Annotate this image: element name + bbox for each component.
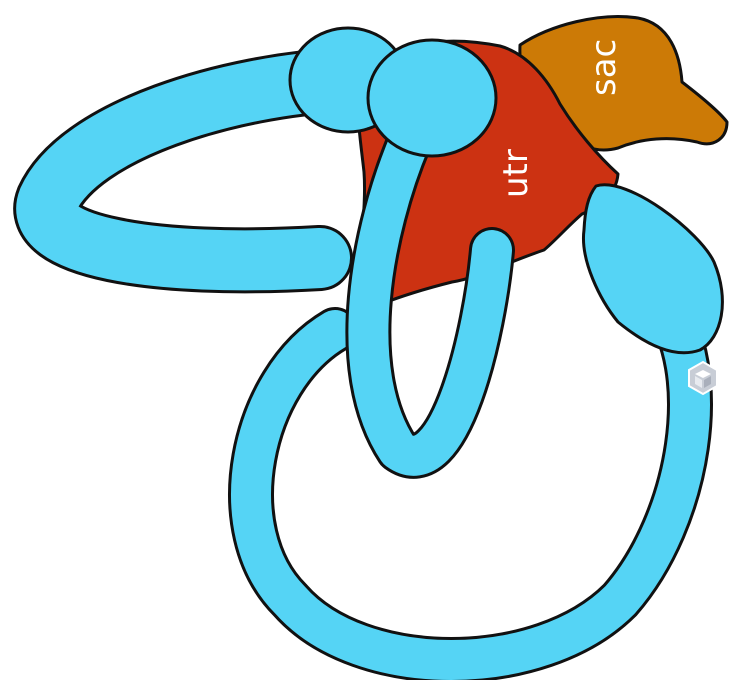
saccule-label: sac: [584, 39, 624, 96]
posterior-ampulla: [583, 185, 722, 353]
utricle-label: utr: [496, 149, 536, 198]
anterior-ampulla: [368, 40, 496, 156]
hexagon-cube-icon: [689, 362, 717, 394]
